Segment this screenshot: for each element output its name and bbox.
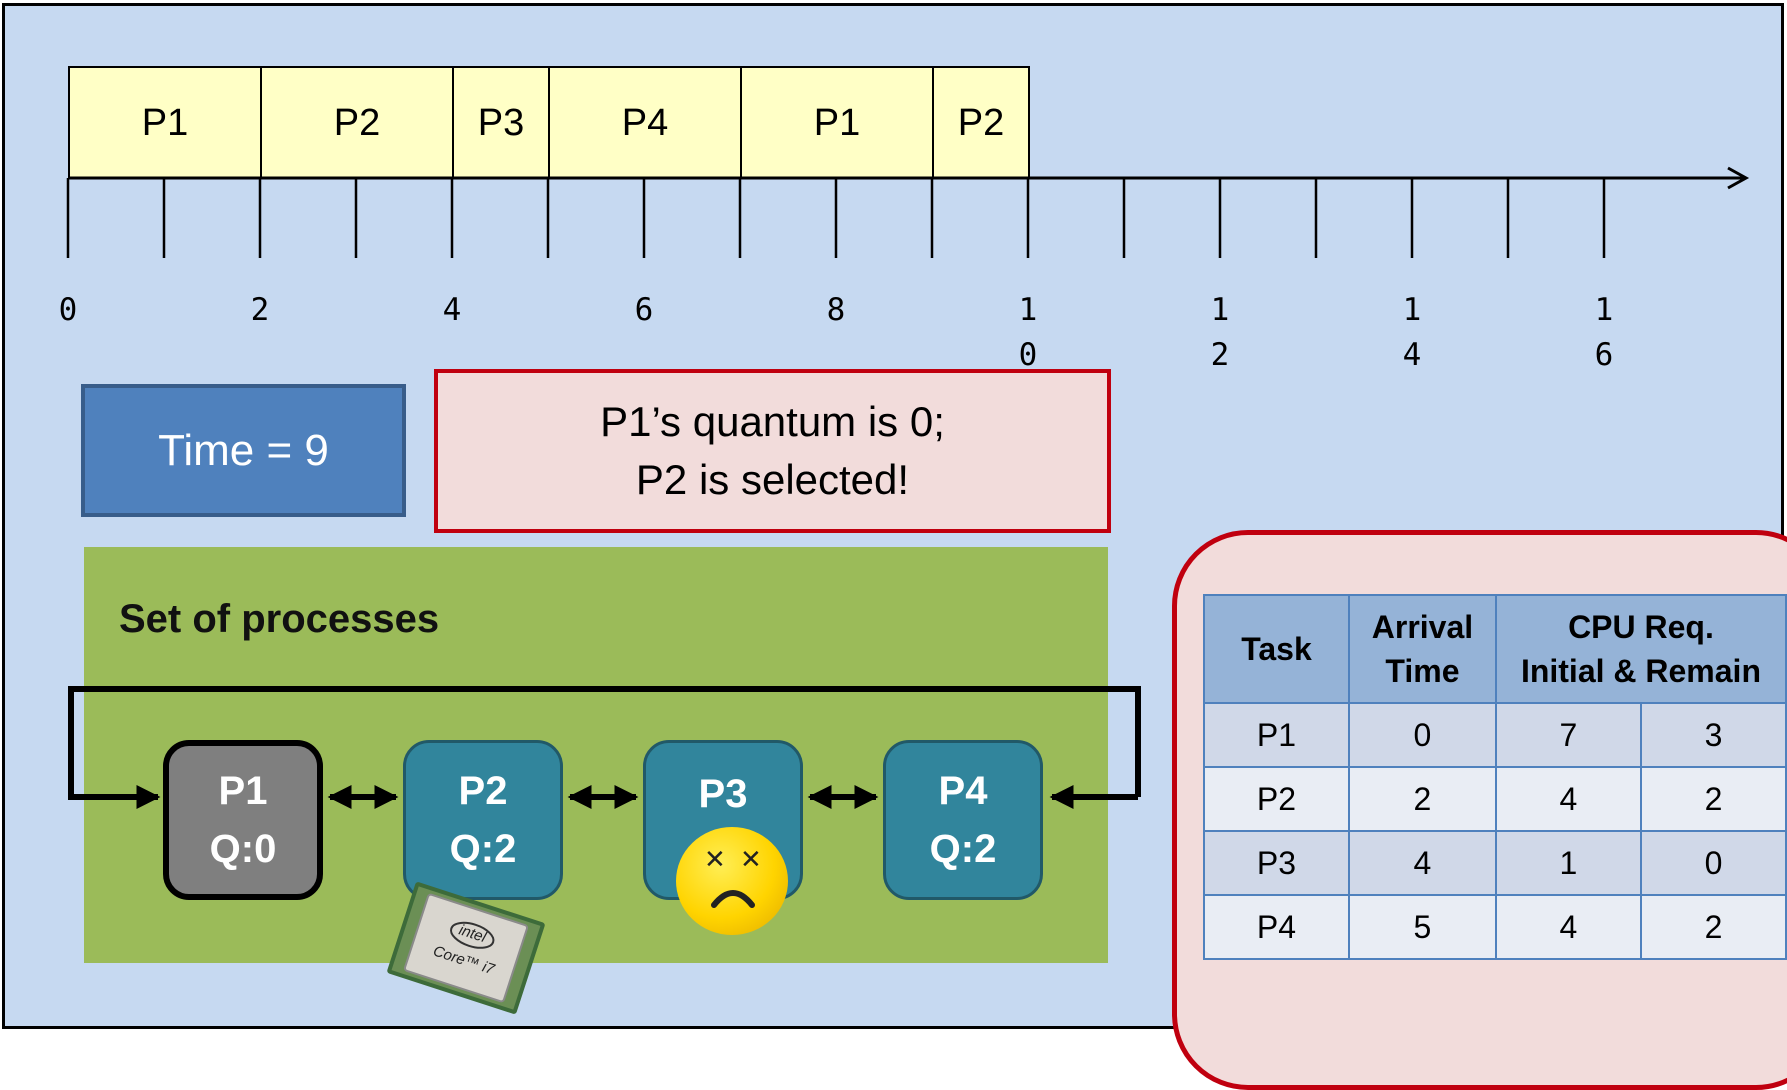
gantt-segment: P2 <box>260 66 454 178</box>
process-node-p4: P4 Q:2 <box>883 740 1043 900</box>
process-node-p2: P2 Q:2 <box>403 740 563 900</box>
gantt-segment: P2 <box>932 66 1030 178</box>
table-row: P4 5 4 2 <box>1203 894 1787 960</box>
timeline-axis <box>66 166 1750 258</box>
cell-arrival: 0 <box>1347 702 1497 768</box>
cell-task: P4 <box>1203 894 1350 960</box>
process-name: P3 <box>698 772 748 816</box>
cell-remain: 2 <box>1639 766 1787 832</box>
tick-label: 1 2 <box>1210 292 1230 373</box>
cell-remain: 3 <box>1639 702 1787 768</box>
gantt-segment-label: P2 <box>333 101 381 144</box>
cell-task: P1 <box>1203 702 1350 768</box>
table-row: P3 4 1 0 <box>1203 830 1787 896</box>
tick-label: 8 <box>826 292 846 328</box>
gantt-segment-label: P4 <box>621 101 669 144</box>
time-indicator: Time = 9 <box>81 384 406 517</box>
dead-face-icon: ✕ ✕ <box>676 827 788 935</box>
cell-remain: 0 <box>1639 830 1787 896</box>
cell-task: P2 <box>1203 766 1350 832</box>
cell-initial: 1 <box>1494 830 1642 896</box>
cell-task: P3 <box>1203 830 1350 896</box>
message-line-2: P2 is selected! <box>635 456 910 503</box>
process-quantum: Q:0 <box>209 827 277 871</box>
cell-arrival: 4 <box>1347 830 1497 896</box>
tick-label: 6 <box>634 292 654 328</box>
process-quantum: Q:2 <box>449 827 517 871</box>
gantt-segment: P1 <box>740 66 934 178</box>
cell-initial: 4 <box>1494 766 1642 832</box>
cell-initial: 7 <box>1494 702 1642 768</box>
timeline-ticks <box>66 178 1606 258</box>
header-task: Task <box>1203 594 1350 704</box>
table-row: P1 0 7 3 <box>1203 702 1787 768</box>
time-label: Time = 9 <box>158 425 329 475</box>
cpu-chip-icon: intel Core™ i7 <box>384 879 548 1017</box>
table-row: P2 2 4 2 <box>1203 766 1787 832</box>
queue-connectors <box>68 686 1141 809</box>
process-set-title: Set of processes <box>119 597 440 641</box>
tick-label: 1 6 <box>1594 292 1614 373</box>
tick-label: 0 <box>58 292 78 328</box>
gantt-segment-label: P3 <box>477 101 525 144</box>
gantt-segment-label: P2 <box>957 101 1005 144</box>
gantt-segment-label: P1 <box>141 101 189 144</box>
cell-arrival: 5 <box>1347 894 1497 960</box>
tick-label: 1 4 <box>1402 292 1422 373</box>
tick-label: 2 <box>250 292 270 328</box>
cell-remain: 2 <box>1639 894 1787 960</box>
cell-initial: 4 <box>1494 894 1642 960</box>
process-name: P4 <box>938 769 988 813</box>
gantt-segment-label: P1 <box>813 101 861 144</box>
process-node-p1: P1 Q:0 <box>163 740 323 900</box>
header-cpu-req: CPU Req.Initial & Remain <box>1494 594 1787 704</box>
tick-label: 1 0 <box>1018 292 1038 373</box>
message-line-1: P1’s quantum is 0; <box>600 398 945 445</box>
process-name: P2 <box>458 769 508 813</box>
scheduler-message: P1’s quantum is 0; P2 is selected! <box>434 369 1111 533</box>
process-quantum: Q:2 <box>929 827 997 871</box>
gantt-segment: P1 <box>68 66 262 178</box>
cell-arrival: 2 <box>1347 766 1497 832</box>
tick-label: 4 <box>442 292 462 328</box>
process-name: P1 <box>218 769 268 813</box>
